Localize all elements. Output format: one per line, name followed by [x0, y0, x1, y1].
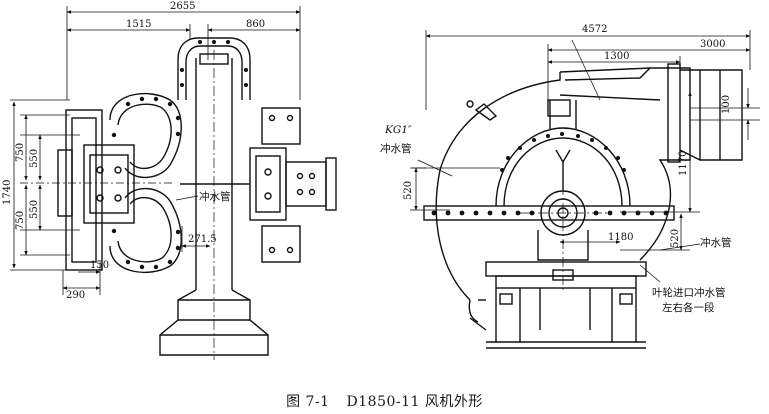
fan-outline-drawing: 2655 1515 860 1740 750 750 550 550 271.5…	[2, 1, 760, 360]
dim-550-lower: 550	[29, 200, 40, 219]
caption-number: 图 7-1	[286, 394, 330, 410]
label-kg1-thread: KG1″	[384, 124, 412, 136]
figure-caption: 图 7-1 D1850-11 风机外形	[0, 391, 769, 411]
caption-title: D1850-11 风机外形	[346, 394, 483, 410]
right-leaders	[412, 159, 701, 283]
dim-1515: 1515	[126, 19, 151, 30]
dim-750-upper: 750	[15, 143, 26, 162]
dim-520-right: 520	[670, 229, 681, 248]
dim-150: 150	[90, 260, 109, 271]
left-side-dimensions	[10, 99, 175, 271]
dim-1180: 1180	[608, 232, 633, 243]
dim-271-5: 271.5	[188, 234, 217, 245]
dim-2655: 2655	[170, 1, 195, 12]
right-top-dimensions	[425, 30, 751, 110]
dim-520-left: 520	[403, 181, 414, 200]
label-each-side: 左右各一段	[662, 301, 715, 314]
label-flush-pipe-left: 冲水管	[199, 190, 231, 203]
split-flange	[423, 205, 675, 221]
left-flange	[57, 109, 135, 271]
leader-flush-pipe-left	[175, 195, 199, 201]
label-flush-pipe-top: 冲水管	[380, 142, 412, 155]
left-top-loop	[177, 37, 251, 100]
dim-3000: 3000	[700, 39, 725, 50]
dim-750-lower: 750	[15, 211, 26, 230]
left-top-dimensions	[66, 6, 301, 100]
left-casing-bolt-row	[111, 96, 181, 270]
dim-4572: 4572	[582, 24, 607, 35]
bearing-housing	[520, 185, 610, 290]
dim-1740: 1740	[2, 180, 13, 205]
right-view	[410, 30, 760, 349]
dim-290: 290	[66, 290, 85, 301]
dim-1170: 1170	[678, 151, 689, 176]
left-scroll-casing	[109, 93, 182, 273]
left-center-duct	[159, 50, 269, 360]
dim-1300: 1300	[604, 51, 629, 62]
volute-bolts	[500, 132, 626, 172]
right-side-dimensions	[410, 88, 760, 251]
dim-860: 860	[246, 19, 265, 30]
left-view	[10, 6, 337, 360]
base-frame	[469, 261, 647, 349]
label-impeller-inlet: 叶轮进口冲水管	[652, 286, 726, 299]
dim-100: 100	[721, 95, 732, 114]
label-flush-pipe-right: 冲水管	[700, 236, 732, 249]
right-flange	[249, 107, 337, 263]
volute-casing	[435, 39, 743, 323]
dim-550-upper: 550	[29, 149, 40, 168]
